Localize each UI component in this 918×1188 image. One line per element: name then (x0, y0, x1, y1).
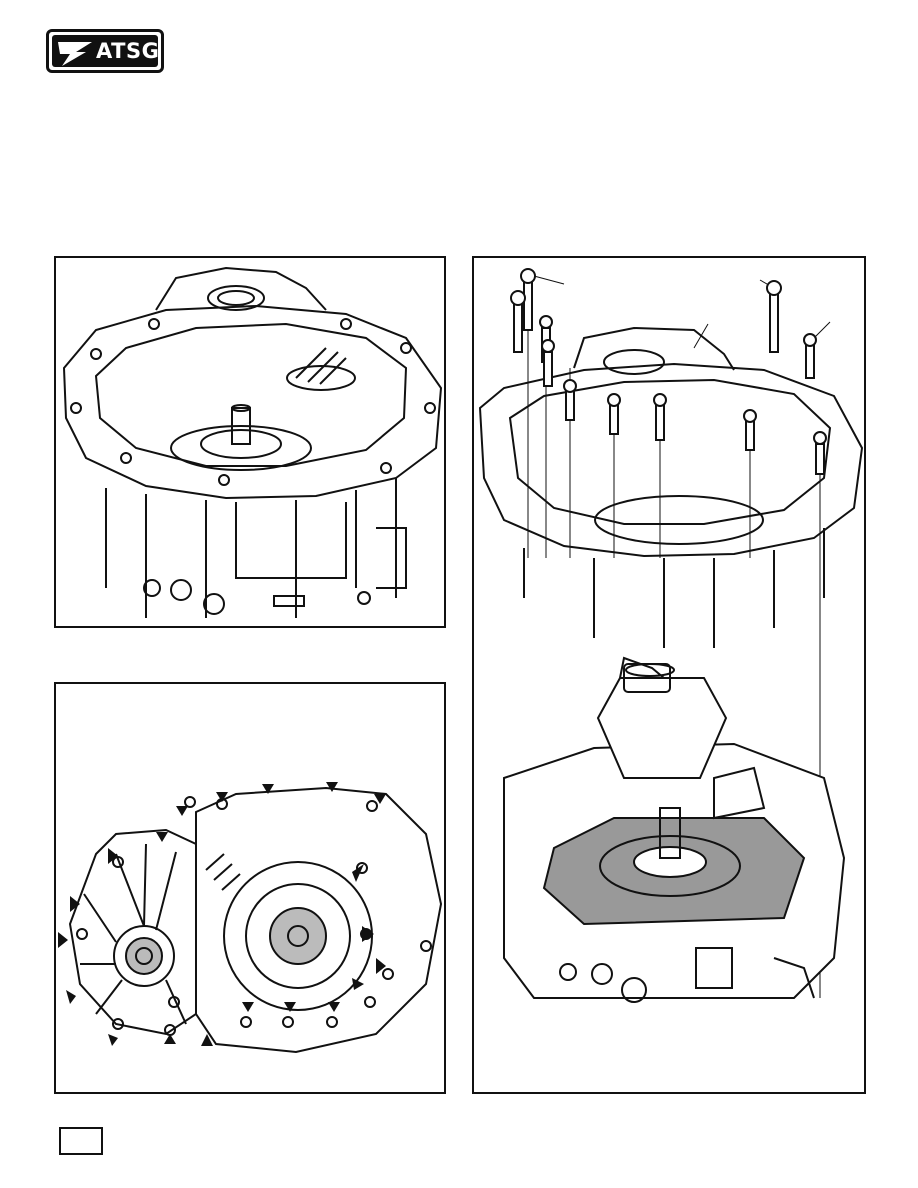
logo-background: ATSG (52, 35, 160, 67)
exploded-bolt-view-icon (478, 268, 864, 1003)
atsg-logo: ATSG (46, 29, 164, 73)
figure-case-bolt-pattern (54, 682, 446, 1094)
figure-transmission-case (54, 256, 446, 628)
atsg-wing-icon (58, 42, 92, 66)
case-bolt-pattern-icon (58, 782, 443, 1054)
logo-text: ATSG (96, 39, 160, 63)
page-number-box (59, 1127, 103, 1155)
transmission-case-icon (62, 266, 443, 618)
figure-exploded-bolt-view (472, 256, 866, 1094)
